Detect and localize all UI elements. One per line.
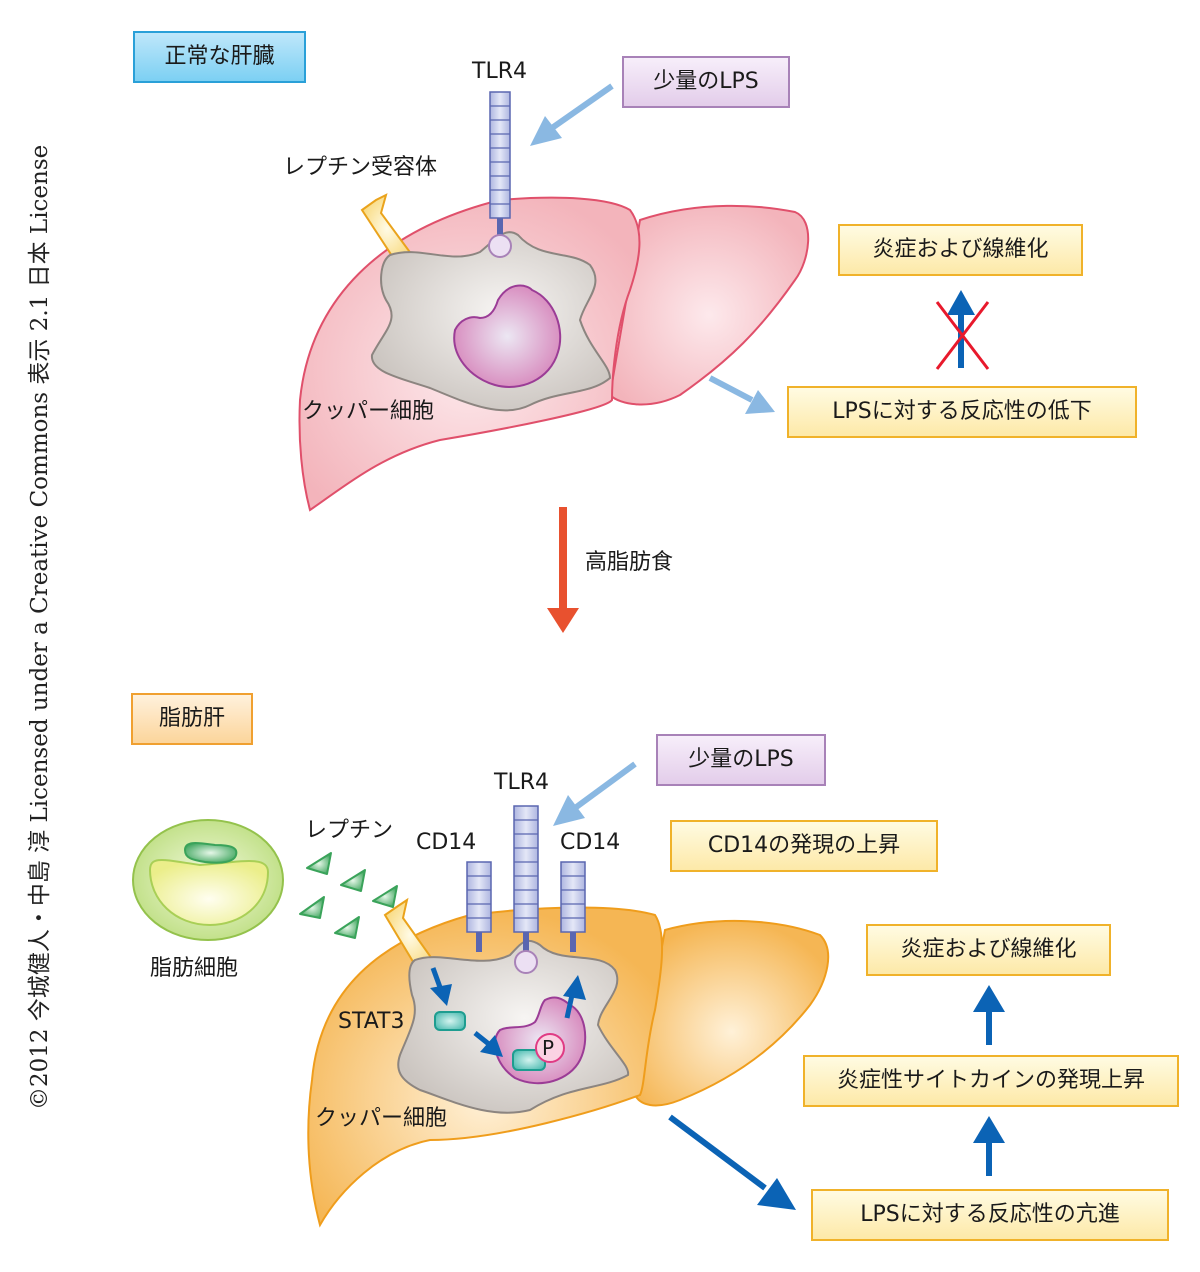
- liver-right-lobe: [633, 919, 830, 1107]
- phospho-label: P: [542, 1036, 555, 1060]
- tlr4-receptor-top: [488, 91, 512, 258]
- response-arrow-bottom: [668, 1114, 796, 1210]
- leptin-label: レプチン: [305, 818, 394, 843]
- tlr4-label-bottom: TLR4: [494, 770, 549, 795]
- high-fat-diet-arrow: [547, 507, 579, 633]
- phospho-marker: [535, 1033, 565, 1063]
- cd14-receptor-left: [466, 861, 492, 952]
- cd14-label-right: CD14: [560, 830, 621, 855]
- response-box-bottom: LPSに対する反応性の亢進: [811, 1189, 1169, 1241]
- blocked-arrow: [947, 290, 975, 368]
- cd14-receptor-right: [560, 861, 586, 952]
- leptin-molecule: [299, 896, 325, 919]
- signal-arrows: [430, 967, 586, 1057]
- leptin-molecule: [340, 869, 366, 892]
- tlr4-label-top: TLR4: [472, 59, 527, 84]
- stat3-label: STAT3: [338, 1009, 405, 1034]
- high-fat-diet-label: 高脂肪食: [585, 550, 674, 575]
- cascade-arrow-upper: [973, 985, 1005, 1045]
- leptin-molecule: [306, 852, 332, 875]
- lps-box-top: 少量のLPS: [622, 56, 790, 108]
- lps-arrow-top: [530, 83, 614, 146]
- cross-icon: [935, 301, 990, 370]
- lps-arrow-bottom: [553, 761, 637, 826]
- cd14-expression-box: CD14の発現の上昇: [670, 820, 938, 872]
- cascade-arrow-lower: [973, 1116, 1005, 1176]
- leptin-receptor-label: レプチン受容体: [283, 155, 438, 180]
- kupffer-label-top: クッパー細胞: [302, 399, 435, 424]
- response-arrow-top: [708, 375, 775, 414]
- outcome-box-bottom: 炎症および線維化: [866, 924, 1111, 976]
- copyright-notice: ©2012 今城健人・中島 淳 Licensed under a Creativ…: [27, 144, 53, 1110]
- cytokine-box: 炎症性サイトカインの発現上昇: [803, 1055, 1179, 1107]
- leptin-molecule: [334, 916, 360, 939]
- adipocyte: [132, 819, 284, 941]
- section-label-fatty-liver: 脂肪肝: [131, 693, 253, 745]
- liver-right-lobe: [608, 204, 810, 406]
- adipocyte-label: 脂肪細胞: [150, 956, 239, 981]
- outcome-box-top: 炎症および線維化: [838, 224, 1083, 276]
- leptin-molecules: [299, 852, 398, 939]
- section-label-normal-liver: 正常な肝臓: [133, 31, 306, 83]
- tlr4-receptor-bottom: [513, 805, 539, 974]
- nucleus-top: [453, 284, 562, 388]
- kupffer-label-bottom: クッパー細胞: [315, 1106, 448, 1131]
- leptin-molecule: [372, 885, 398, 908]
- stat3-molecule: [434, 1011, 466, 1031]
- cd14-label-left: CD14: [416, 830, 477, 855]
- lps-box-bottom: 少量のLPS: [656, 734, 826, 786]
- response-box-top: LPSに対する反応性の低下: [787, 386, 1137, 438]
